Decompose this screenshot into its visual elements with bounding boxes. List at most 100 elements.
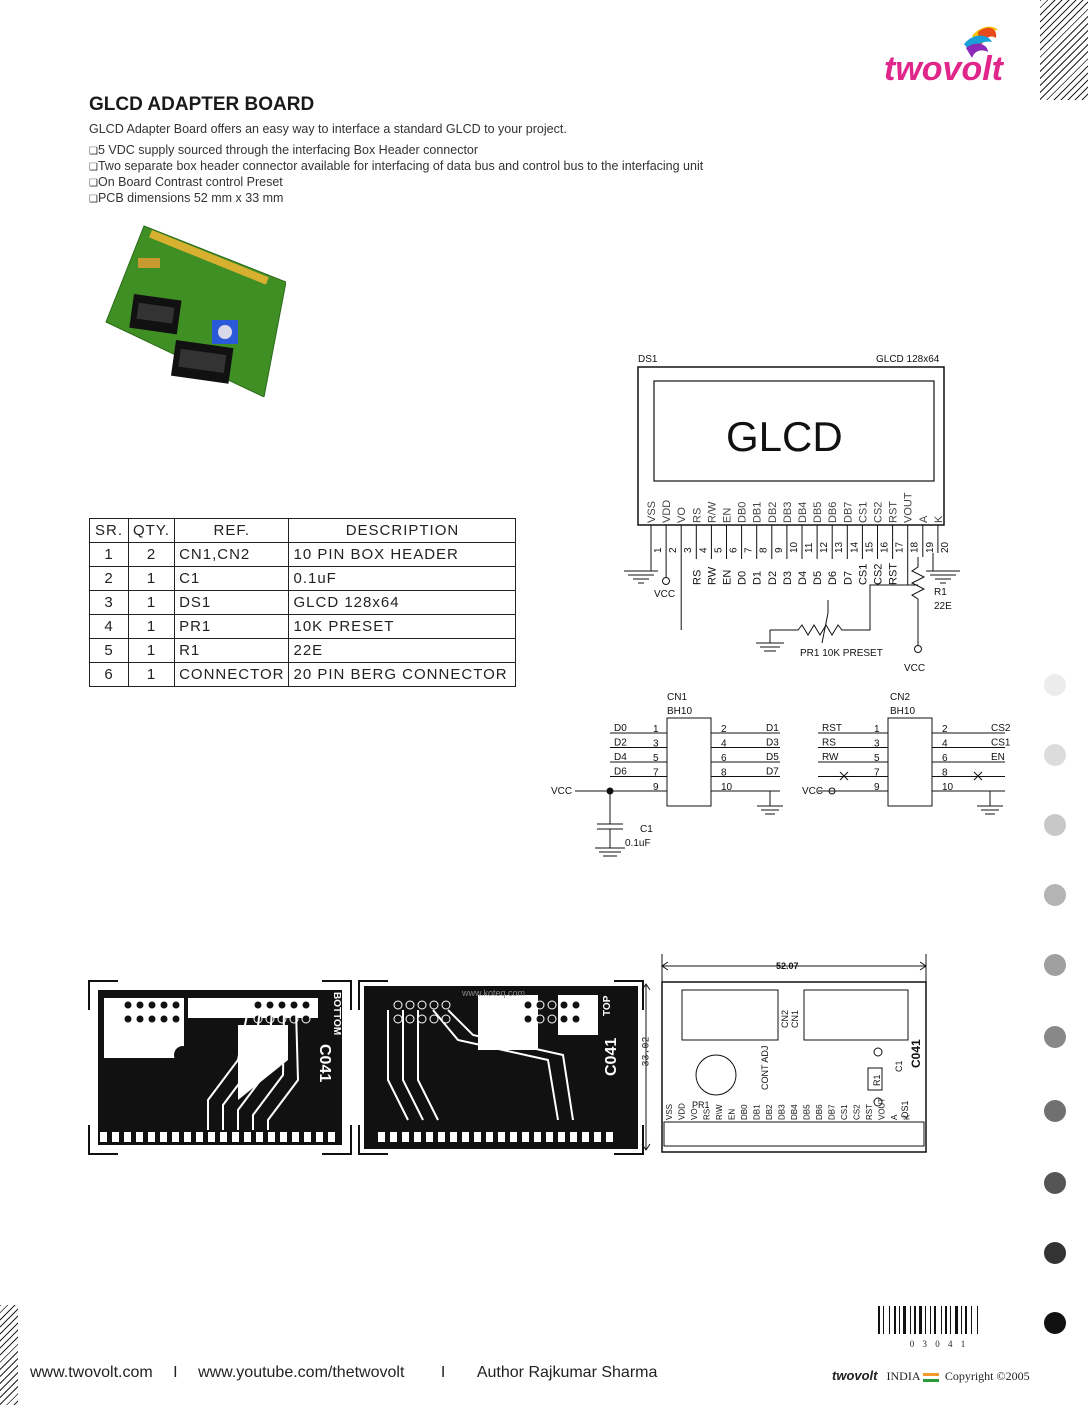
side-dot [1044, 674, 1066, 696]
table-row: 4 1 PR1 10K PRESET [89, 614, 517, 639]
pcb-top-code: C041 [603, 1038, 620, 1076]
bom-cell-qty: 1 [127, 590, 176, 615]
glcd-display-label: GLCD [726, 413, 843, 460]
pcb-pad [534, 1132, 541, 1142]
glcd-pin-number: 12 [819, 541, 830, 553]
pcb-via [405, 1014, 415, 1024]
glcd-net-label: CS2 [873, 564, 885, 585]
barcode-bar [919, 1306, 922, 1334]
pcb-via [123, 1000, 133, 1010]
feature-item: PCB dimensions 52 mm x 33 mm [89, 191, 703, 207]
pcb-pad [184, 1132, 191, 1142]
bom-cell-sr: 6 [89, 662, 129, 687]
cn2-type-label: BH10 [890, 706, 915, 717]
glcd-pin-number: 1 [653, 547, 664, 553]
silk-pin-label: VOUT [878, 1098, 887, 1120]
bom-cell-description: 22E [288, 638, 517, 663]
glcd-pin-name: RS [691, 508, 703, 523]
pcb-pad [426, 1132, 433, 1142]
pcb-via [429, 1000, 439, 1010]
r1-value-label: 22E [934, 601, 952, 612]
side-dot [1044, 1242, 1066, 1264]
silk-cn1-label: CN1 [790, 1010, 800, 1028]
cn2-body [887, 717, 933, 807]
glcd-screen [653, 380, 935, 482]
bom-table: SR. QTY. REF. DESCRIPTION 1 2 CN1,CN2 10… [89, 518, 517, 687]
silk-pin-label: R\W [715, 1104, 724, 1120]
c1-value-label: 0.1uF [625, 838, 651, 849]
header-net-label: D2 [614, 738, 627, 749]
bom-cell-ref: DS1 [174, 590, 290, 615]
pcb-top-layer: www.koteq.com TOP C041 [358, 980, 644, 1155]
bom-cell-qty: 1 [127, 662, 176, 687]
pcb-via [393, 1000, 403, 1010]
footer-website-link[interactable]: www.twovolt.com [30, 1364, 153, 1381]
glcd-pin-number: 7 [744, 547, 755, 553]
glcd-pin-number: 19 [925, 541, 936, 553]
pcb-pad [256, 1132, 263, 1142]
pr1-preset [770, 584, 918, 636]
header-net-label: EN [991, 752, 1005, 763]
footer-copyright: twovolt INDIA Copyright ©2005 [832, 1368, 1030, 1384]
pcb-silkscreen: 52.07 CN2 CN1 CONT ADJ PR1 R1 C1 DS1 C04… [661, 954, 927, 1153]
silk-pin-label: EN [728, 1109, 737, 1120]
glcd-net-label: D2 [767, 571, 779, 585]
barcode-bar [977, 1306, 978, 1334]
vcc-node [662, 577, 670, 585]
pcb-via [405, 1000, 415, 1010]
pcb-pad [414, 1132, 421, 1142]
pcb-pad [196, 1132, 203, 1142]
glcd-pin-name: DB7 [842, 502, 854, 523]
footer-youtube-link[interactable]: www.youtube.com/thetwovolt [198, 1364, 405, 1381]
glcd-net-label: RST [888, 563, 900, 585]
pcb-big-pad [444, 1046, 462, 1064]
side-dot [1044, 744, 1066, 766]
glcd-pin-name: DB6 [827, 502, 839, 523]
header-pin-number: 7 [653, 768, 659, 779]
pcb-pad [292, 1132, 299, 1142]
glcd-pin-name: VO [676, 507, 688, 523]
silk-cont-adj-label: CONT ADJ [760, 1046, 770, 1090]
cn1-type-label: BH10 [667, 706, 692, 717]
corner-hatch-bottom-left [0, 1305, 18, 1405]
pcb-pad [148, 1132, 155, 1142]
header-pin-number: 6 [942, 753, 948, 764]
cn1-ref-label: CN1 [667, 692, 687, 703]
table-row: 2 1 C1 0.1uF [89, 566, 517, 591]
footer-separator: I [440, 1364, 446, 1381]
silk-pin-label: RS [703, 1109, 712, 1120]
pcb-via [535, 1014, 545, 1024]
pcb-top-pads [378, 1000, 613, 1142]
side-dot [1044, 1026, 1066, 1048]
header-net-label: D6 [614, 767, 627, 778]
barcode: 0 3 0 4 1 [878, 1306, 1000, 1349]
pcb-via [559, 1014, 569, 1024]
pcb-pad [486, 1132, 493, 1142]
silk-pin-label: DB0 [740, 1104, 749, 1120]
pcb-pad [594, 1132, 601, 1142]
pcb-pad [498, 1132, 505, 1142]
side-dot [1044, 884, 1066, 906]
pcb-bottom-traces [207, 1009, 300, 1130]
glcd-net-label: D0 [737, 571, 749, 585]
barcode-bar [930, 1306, 931, 1334]
pcb-via [265, 1014, 275, 1024]
pcb-via [159, 1000, 169, 1010]
table-row: 1 2 CN1,CN2 10 PIN BOX HEADER [89, 542, 517, 567]
bom-cell-qty: 2 [127, 542, 176, 567]
silk-pin-label: DB2 [765, 1104, 774, 1120]
footer-author: Author Rajkumar Sharma [476, 1364, 658, 1381]
glcd-net-label: CS1 [857, 564, 869, 585]
india-flag-icon [922, 1372, 939, 1382]
glcd-pin-name: DB3 [782, 502, 794, 523]
silk-pin-label: CS1 [840, 1104, 849, 1120]
pcb-via [441, 1000, 451, 1010]
bom-cell-qty: 1 [127, 638, 176, 663]
glcd-pin-lines [650, 525, 939, 630]
cn1-footprint [681, 989, 779, 1041]
barcode-bar [950, 1306, 951, 1334]
header-pin-number: 5 [874, 753, 880, 764]
barcode-bar [914, 1306, 916, 1334]
